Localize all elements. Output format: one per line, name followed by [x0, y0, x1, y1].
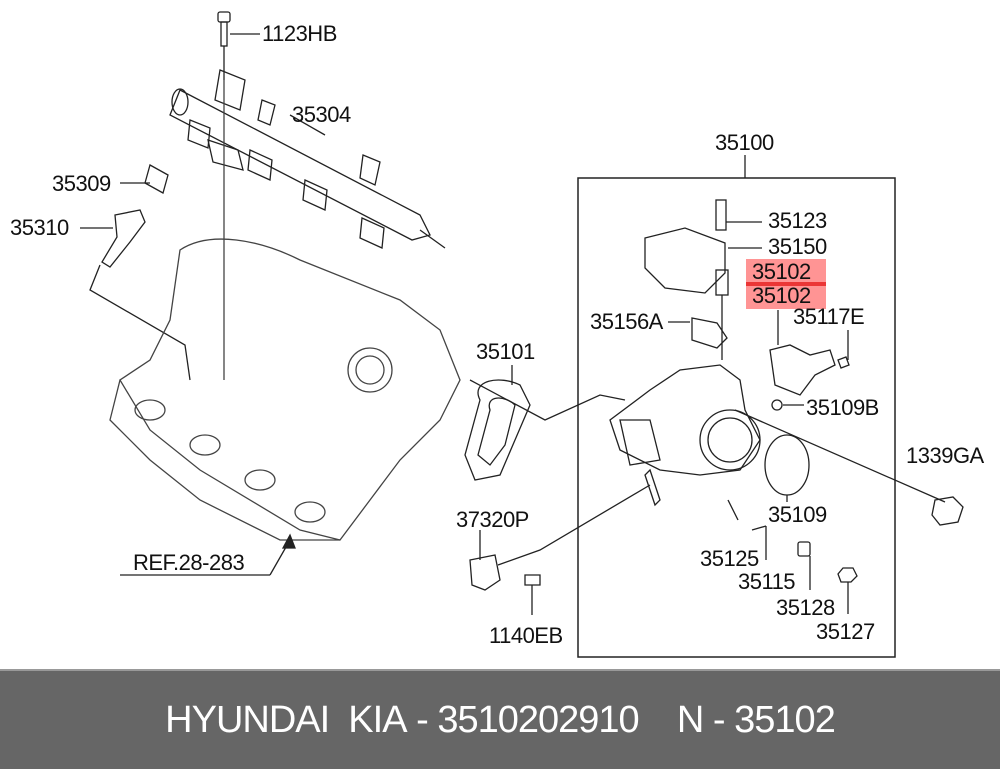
bolt-1123hb [217, 11, 260, 80]
label-35150[interactable]: 35150 [768, 234, 827, 259]
throttle-position-sensor-35102 [769, 310, 850, 396]
label-35310[interactable]: 35310 [10, 215, 69, 240]
footer-n-label: N [676, 698, 704, 741]
assembly-box-35100 [577, 177, 896, 658]
footer-brand: HYUNDAI KIA [165, 698, 407, 741]
throttle-body [609, 364, 804, 507]
label-35123[interactable]: 35123 [768, 208, 827, 233]
nut-35128 [837, 567, 858, 583]
label-35127[interactable]: 35127 [816, 619, 875, 644]
footer-n-value: 35102 [734, 698, 836, 741]
nut-1339ga [931, 496, 964, 526]
parts-diagram [80, 11, 964, 658]
label-35156a[interactable]: 35156A [590, 309, 663, 334]
footer-separator: - [406, 698, 438, 741]
fuel-rail-35304 [169, 69, 446, 249]
label-37320p[interactable]: 37320P [456, 507, 529, 532]
highlight-divider [746, 282, 826, 286]
label-35102-bottom[interactable]: 35102 [752, 283, 811, 308]
cover-35109 [764, 434, 810, 496]
label-35304[interactable]: 35304 [292, 102, 351, 127]
label-1140eb[interactable]: 1140EB [489, 623, 563, 648]
label-35102-top[interactable]: 35102 [752, 259, 811, 284]
label-ref-28-283[interactable]: REF.28-283 [133, 550, 245, 575]
footer-bar: HYUNDAI KIA - 3510202910 N - 35102 [0, 669, 1000, 769]
footer-gap [639, 699, 677, 742]
label-35109[interactable]: 35109 [768, 502, 827, 527]
bolt-1140eb [524, 574, 541, 615]
label-35101[interactable]: 35101 [476, 339, 535, 364]
intake-manifold [109, 80, 461, 541]
label-35115[interactable]: 35115 [738, 569, 796, 594]
spring-35125 [727, 499, 739, 521]
label-35309[interactable]: 35309 [52, 171, 111, 196]
gasket-35101 [464, 365, 626, 481]
label-35128[interactable]: 35128 [776, 595, 835, 620]
label-35100[interactable]: 35100 [715, 130, 774, 155]
bracket-37320p [469, 554, 501, 591]
footer-separator-2: - [703, 698, 735, 741]
injector-35310 [80, 164, 191, 381]
label-1339ga[interactable]: 1339GA [906, 443, 984, 468]
nut-35115 [797, 541, 811, 557]
label-35109b[interactable]: 35109B [806, 395, 879, 420]
label-1123hb[interactable]: 1123HB [262, 21, 337, 46]
label-35125[interactable]: 35125 [700, 546, 759, 571]
gasket-35156a [691, 317, 728, 349]
label-35117e[interactable]: 35117E [793, 304, 865, 329]
footer-part-number: 3510202910 [437, 698, 639, 741]
idle-speed-actuator-35150 [644, 199, 762, 360]
